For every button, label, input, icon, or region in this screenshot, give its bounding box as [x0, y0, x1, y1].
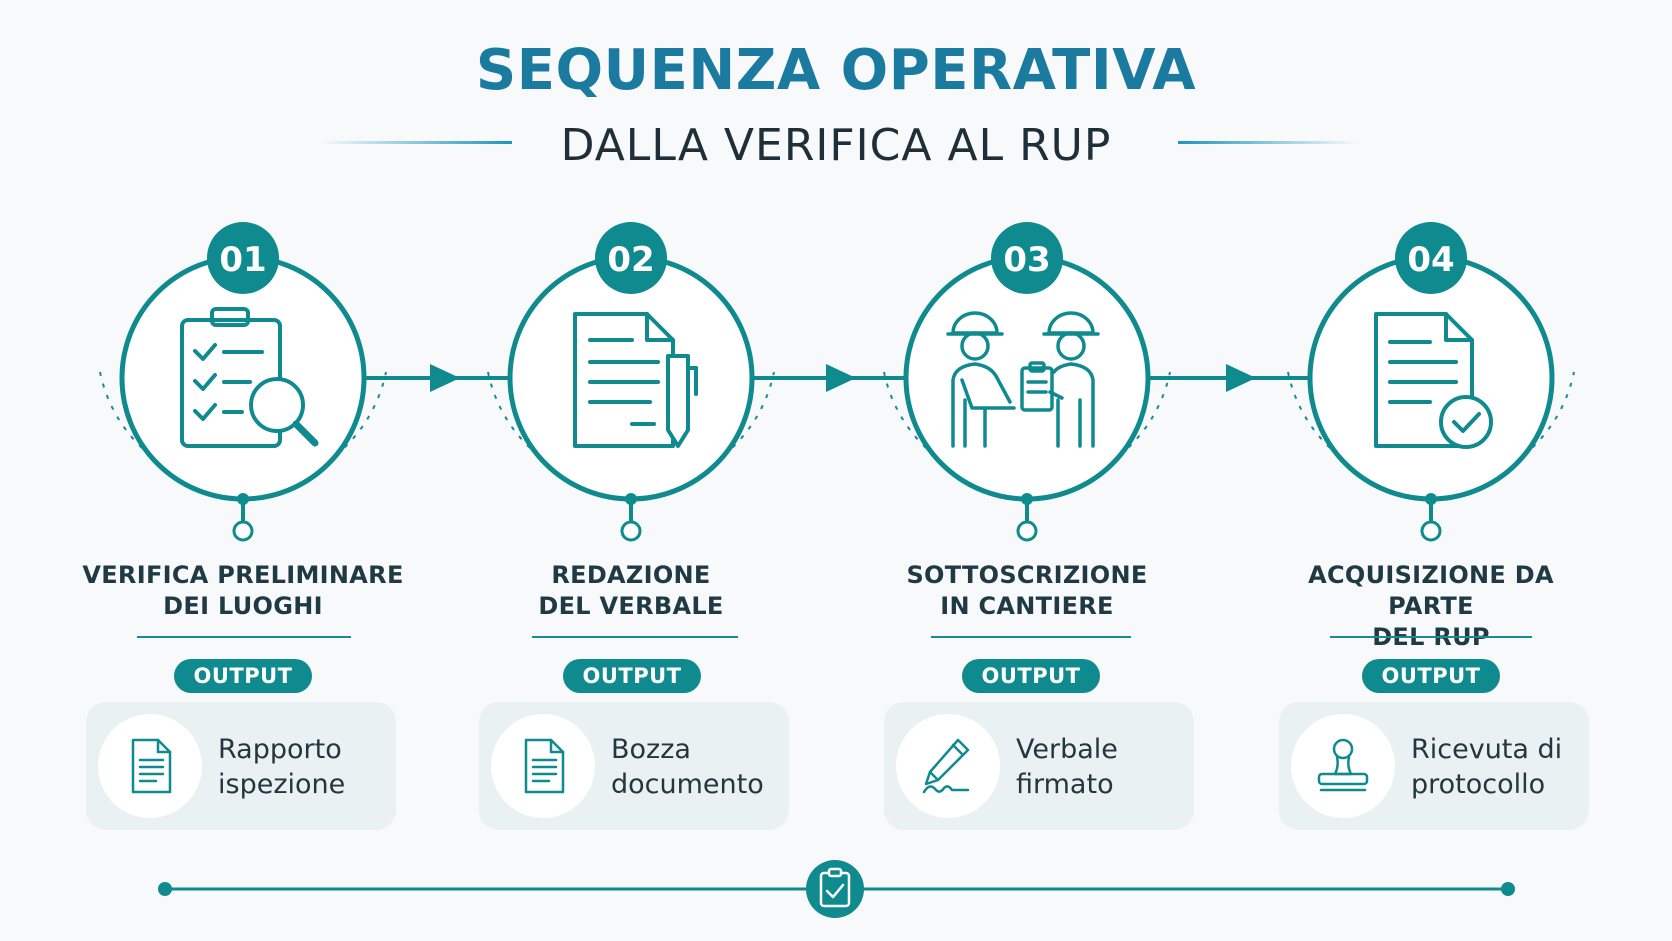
- output-text-line: Bozza: [611, 734, 691, 765]
- output-text-line: Rapporto: [218, 734, 342, 765]
- document-pen-icon: [573, 312, 698, 448]
- output-text-line: protocollo: [1411, 769, 1546, 800]
- step-label-line: DEL VERBALE: [538, 592, 724, 620]
- output-pill: OUTPUT: [962, 659, 1100, 693]
- checklist-magnifier-icon: [180, 307, 319, 448]
- output-text-line: ispezione: [218, 769, 346, 800]
- pen-signature-icon: [922, 738, 970, 794]
- connector-3-4: [1150, 364, 1310, 392]
- output-text-line: documento: [611, 769, 764, 800]
- output-icon-disc: [491, 714, 595, 818]
- step-label-line: ACQUISIZIONE DA PARTE: [1308, 561, 1554, 620]
- output-pill: OUTPUT: [1362, 659, 1500, 693]
- step-label-line: VERIFICA PRELIMINARE: [82, 561, 404, 589]
- clipboard-check-icon: [819, 867, 851, 908]
- step-label-rule: [532, 636, 738, 638]
- output-card-01: Rapporto ispezione: [86, 702, 396, 830]
- document-check-icon: [1374, 312, 1493, 449]
- output-text-line: Verbale: [1016, 734, 1118, 765]
- step-label-rule: [931, 636, 1131, 638]
- output-card-02: Bozza documento: [479, 702, 789, 830]
- step-label-03: SOTTOSCRIZIONE IN CANTIERE: [857, 560, 1197, 622]
- step-circle-03: 03: [883, 222, 1171, 542]
- connector-2-3: [754, 364, 908, 392]
- step-label-rule: [137, 636, 351, 638]
- step-label-01: VERIFICA PRELIMINARE DEI LUOGHI: [73, 560, 413, 622]
- output-text: Verbale firmato: [1016, 732, 1186, 802]
- document-icon: [524, 738, 565, 794]
- connector-1-2: [364, 364, 512, 392]
- output-text: Ricevuta di protocollo: [1411, 732, 1581, 802]
- step-number: 02: [607, 240, 654, 280]
- output-card-03: Verbale firmato: [884, 702, 1194, 830]
- step-label-line: REDAZIONE: [551, 561, 711, 589]
- step-circle-01: 01: [99, 222, 387, 542]
- step-label-line: DEI LUOGHI: [163, 592, 323, 620]
- output-text-line: firmato: [1016, 769, 1114, 800]
- step-label-rule: [1330, 636, 1532, 638]
- output-icon-disc: [896, 714, 1000, 818]
- bottom-timeline: [158, 860, 1515, 918]
- page-title: SEQUENZA OPERATIVA: [475, 38, 1197, 103]
- process-flow: 01 02: [99, 222, 1575, 542]
- step-label-line: IN CANTIERE: [940, 592, 1114, 620]
- title-rule-right: [1178, 141, 1358, 144]
- output-text-line: Ricevuta di: [1411, 734, 1563, 765]
- step-label-02: REDAZIONE DEL VERBALE: [461, 560, 801, 622]
- step-number: 04: [1407, 240, 1454, 280]
- step-number: 01: [219, 240, 266, 280]
- document-icon: [131, 738, 172, 794]
- output-icon-disc: [1291, 714, 1395, 818]
- output-pill: OUTPUT: [174, 659, 312, 693]
- step-circle-02: 02: [487, 222, 775, 542]
- stamp-icon: [1317, 738, 1369, 792]
- output-pill: OUTPUT: [563, 659, 701, 693]
- output-text: Bozza documento: [611, 732, 781, 802]
- output-text: Rapporto ispezione: [218, 732, 388, 802]
- step-label-04: ACQUISIZIONE DA PARTE DEL RUP: [1261, 560, 1601, 653]
- step-number: 03: [1003, 240, 1050, 280]
- output-card-04: Ricevuta di protocollo: [1279, 702, 1589, 830]
- step-label-line: SOTTOSCRIZIONE: [906, 561, 1148, 589]
- step-circle-04: 04: [1287, 222, 1575, 542]
- output-icon-disc: [98, 714, 202, 818]
- workers-handshake-icon: [946, 311, 1100, 448]
- page-subtitle: DALLA VERIFICA AL RUP: [560, 120, 1112, 171]
- title-rule-left: [320, 141, 512, 144]
